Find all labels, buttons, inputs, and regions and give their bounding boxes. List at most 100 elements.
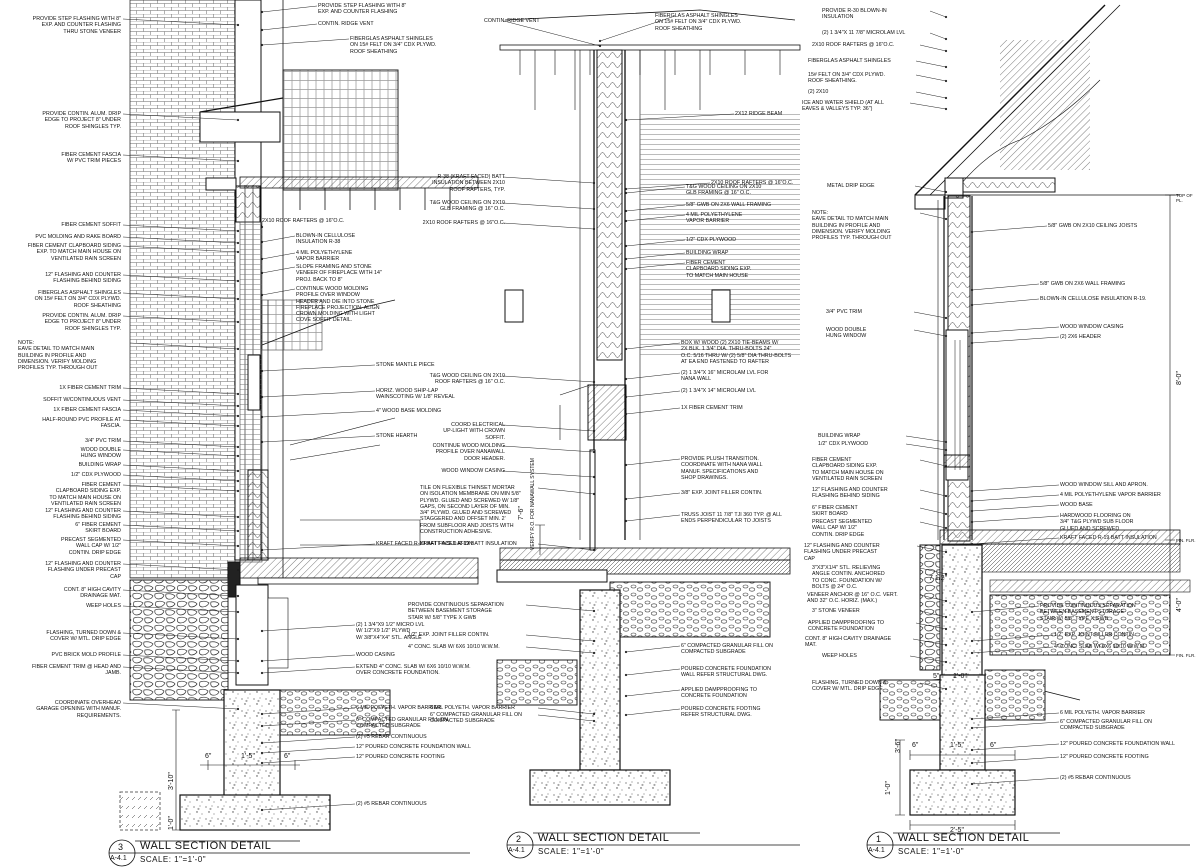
leader-dot (260, 257, 264, 261)
leader-line (625, 708, 681, 716)
callout-note: R-38 (KRAFT FACED) BATT INSULATION BETWE… (432, 174, 505, 193)
callout-note: 2X10 ROOF RAFTERS @ 16"O.C. (812, 42, 895, 48)
leader-dot (592, 609, 596, 613)
leader-dot (236, 229, 240, 233)
leader-dot (970, 331, 974, 335)
callout-note: 12" POURED CONCRETE FOOTING (356, 754, 445, 760)
callout-note: STONE MANTLE PIECE (376, 362, 435, 368)
leader-line (122, 563, 239, 571)
leader-dot (624, 244, 628, 248)
callout-note: FIBERGLAS ASPHALT SHINGLES ON 15# FELT O… (34, 290, 121, 309)
leader-line (261, 746, 356, 754)
level-label: FIN. FLR. (1176, 653, 1196, 658)
leader-dot (260, 741, 264, 745)
leader-line (261, 38, 350, 46)
callout-note: 6 MIL POLYETH. VAPOR BARRIER (356, 705, 441, 711)
sheet-number: A-4.1 (110, 855, 127, 862)
leader-line (915, 60, 947, 68)
callout-note: BUILDING WRAP (686, 250, 729, 256)
leader-dot (624, 209, 628, 213)
dimension-text: 3'-6" (895, 739, 902, 753)
leader-line (261, 235, 296, 243)
callout-note: 2X10 ROOF RAFTERS @ 16"O.C. (422, 220, 505, 226)
leader-line (261, 23, 318, 31)
leader-line (625, 239, 686, 247)
leader-dot (592, 492, 596, 496)
vertical-note: VERIFY R.O. FOR NANAWALL SYSTEM (530, 458, 536, 550)
leader-dot (970, 303, 974, 307)
callout-note: 6" COMPACTED GRANULAR FILL ON COMPACTED … (681, 643, 773, 656)
callout-note: TRUSS JOIST 11 7/8" TJI 360 TYP. @ ALL E… (681, 512, 782, 525)
callout-note: POURED CONCRETE FOUNDATION WALL REFER ST… (681, 666, 771, 679)
callout-note: 1x FIBER CEMENT FASCIA (53, 407, 121, 413)
callout-note: FIBER CEMENT CLAPBOARD SIDING EXP. TO MA… (49, 482, 121, 507)
leader-line (625, 113, 735, 121)
leader-dot (624, 713, 628, 717)
leader-line (971, 646, 1054, 654)
leader-line (502, 222, 595, 230)
leader-dot (944, 572, 948, 576)
leader-line (502, 470, 595, 478)
leader-line (261, 435, 376, 443)
callout-note: 6 MIL POLYETH. VAPOR BARRIER (1060, 710, 1145, 716)
callout-note: 2X10 ROOF RAFTERS @ 16"O.C. (711, 180, 794, 186)
leader-dot (970, 726, 974, 730)
leader-dot (260, 712, 264, 716)
callout-note: T&G WOOD CEILING ON 2X10 GLB FRAMING @ 1… (686, 184, 762, 197)
callout-note: 15# FELT ON 3/4" CDX PLYWD. ROOF SHEATHI… (808, 72, 885, 85)
leader-line (919, 44, 947, 52)
leader-line (625, 668, 681, 676)
callout-note: BUILDING WRAP (78, 462, 121, 468)
leader-line (122, 274, 239, 282)
leader-dot (592, 380, 596, 384)
callout-note: HALF-ROUND PVC PROFILE AT FASCIA. (42, 417, 121, 430)
level-label: FIN. FLR. (1176, 538, 1196, 543)
callout-note: 3/4" PVC TRIM (826, 309, 862, 315)
leader-line (261, 624, 356, 632)
dimension-text: 2'-5" (950, 827, 964, 834)
callout-note: PVC BRICK MOLD PROFILE (51, 652, 121, 658)
leader-dot (260, 724, 264, 728)
dimension-text: 4'-0" (1176, 598, 1183, 612)
dimension-text: 1'-5" (241, 753, 255, 760)
callout-note: FIBER CEMENT CLAPBOARD SIDING EXP. TO MA… (812, 457, 884, 482)
leader-line (122, 419, 239, 427)
callout-note: 3"X3"X1/4" STL. RELIEVING ANGLE CONTIN. … (812, 565, 885, 590)
leader-line (915, 91, 947, 99)
leader-dot (970, 639, 974, 643)
leader-line (122, 154, 239, 162)
callout-note: 5/8" GWB ON 2X10 CEILING JOISTS (1048, 223, 1138, 229)
leader-line (122, 440, 239, 448)
callout-note: 5/8" GWB ON 2X6 WALL FRAMING (1040, 281, 1126, 287)
callout-note: FLASHING, TURNED DOWN & COVER W/ MTL. DR… (812, 680, 887, 693)
callout-note: FIBERGLAS ASPHALT SHINGLES ON 15# FELT O… (655, 13, 742, 32)
leader-line (261, 719, 356, 727)
callout-note: 1/2" CDX PLYWOOD (686, 237, 737, 243)
leader-dot (970, 230, 974, 234)
leader-line (261, 252, 296, 260)
callout-note: 6" COMPACTED GRANULAR FILL ON COMPACTED … (356, 717, 448, 730)
leader-dot (944, 37, 948, 41)
dimension-text: 6" (912, 742, 919, 749)
leader-line (919, 567, 947, 575)
leader-dot (260, 808, 264, 812)
leader-dot (624, 118, 628, 122)
leader-dot (260, 440, 264, 444)
leader-dot (624, 395, 628, 399)
callout-note: (2) 1 3/4"x 16" MICROLAM LVL FOR NANA WA… (681, 370, 769, 383)
leader-line (502, 375, 595, 383)
dimension-text: 3'-10" (168, 772, 175, 790)
callout-note: 1/2" CDX PLYWOOD (70, 472, 121, 478)
leader-dot (260, 629, 264, 633)
callout-note: NOTE: EAVE DETAIL TO MATCH MAIN BUILDING… (18, 340, 98, 372)
leader-dot (944, 599, 948, 603)
leader-dot (260, 751, 264, 755)
leader-dot (944, 687, 948, 691)
callout-note: 12" POURED CONCRETE FOUNDATION WALL (356, 744, 471, 750)
callout-note: 3/4" PVC TRIM (85, 438, 121, 444)
leader-dot (236, 347, 240, 351)
leader-dot (236, 392, 240, 396)
callout-note: CONT. 8" HIGH CAVITY DRAINAGE MAT. (805, 636, 892, 649)
callout-note: COORDINATE OVERHEAD GARAGE OPENING WITH … (36, 700, 121, 719)
callout-note: 5/8" GWB ON 2X6 WALL FRAMING (686, 202, 772, 208)
